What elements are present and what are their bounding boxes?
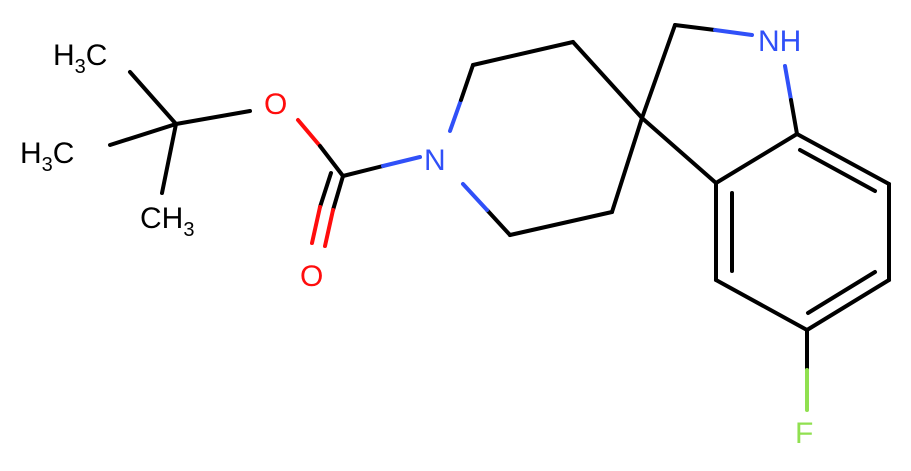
piperidine-nitrogen-label: N <box>424 144 446 177</box>
bond-nh-c7a-black <box>789 98 799 136</box>
benzene-ring <box>714 132 891 412</box>
bond-c3a-c7a <box>714 132 799 185</box>
bond-carbonyl-n-blue <box>381 155 422 168</box>
bond-c-oxygen <box>174 109 252 126</box>
bond-carbonyl-double-b-black <box>318 171 333 209</box>
bond-c5-c6 <box>508 210 614 237</box>
bond-c-ch3-low <box>160 122 178 195</box>
bond-c7a-c7 <box>795 132 891 186</box>
indoline-nh-label: NH <box>758 25 801 58</box>
bond-carbonyl-double-a-black <box>331 174 345 212</box>
bond-ch2-nh-black <box>673 23 717 32</box>
bond-carbonyl-double-a-red <box>323 208 335 248</box>
bond-c6-n-blue <box>461 182 489 212</box>
bond-c6-n-black <box>485 208 512 237</box>
piperidine-ring <box>448 40 644 237</box>
methyl-low-label: CH3 <box>140 202 194 241</box>
fluorine-label: F <box>795 417 813 450</box>
methyl-mid-label: H3C <box>20 137 74 176</box>
bond-c-ch3-mid <box>108 122 178 147</box>
bond-nh-c7a-blue <box>783 64 793 102</box>
bond-oxygen-carbonyl-black <box>318 144 345 178</box>
bond-ch2-nh-blue <box>713 28 754 37</box>
bond-spiro-ch2 <box>640 23 677 120</box>
bond-carbonyl-double-b-red <box>310 205 322 245</box>
bond-n-c2-blue <box>448 98 463 133</box>
methyl-top-label: H3C <box>53 39 107 78</box>
bond-carbonyl-n-black <box>341 164 385 178</box>
bond-oxygen-carbonyl-red <box>296 118 322 148</box>
bond-spiro-c5 <box>610 116 644 214</box>
indoline-ring <box>640 23 799 185</box>
bond-spiro-c3a <box>640 116 718 185</box>
ether-oxygen-label: O <box>264 88 287 121</box>
tert-butyl-group <box>108 70 252 195</box>
bond-c3-spiro <box>571 40 644 120</box>
bond-c6-c5-inner <box>806 270 877 315</box>
bond-c6-c5 <box>805 278 891 332</box>
bond-n-c2-black <box>459 63 475 102</box>
bond-c7a-c7-inner <box>798 148 877 193</box>
bond-c2-c3 <box>471 40 575 67</box>
carbonyl-oxygen-label: O <box>300 260 323 293</box>
bond-c5-c4 <box>714 278 809 332</box>
bond-c-ch3-top <box>128 70 178 126</box>
